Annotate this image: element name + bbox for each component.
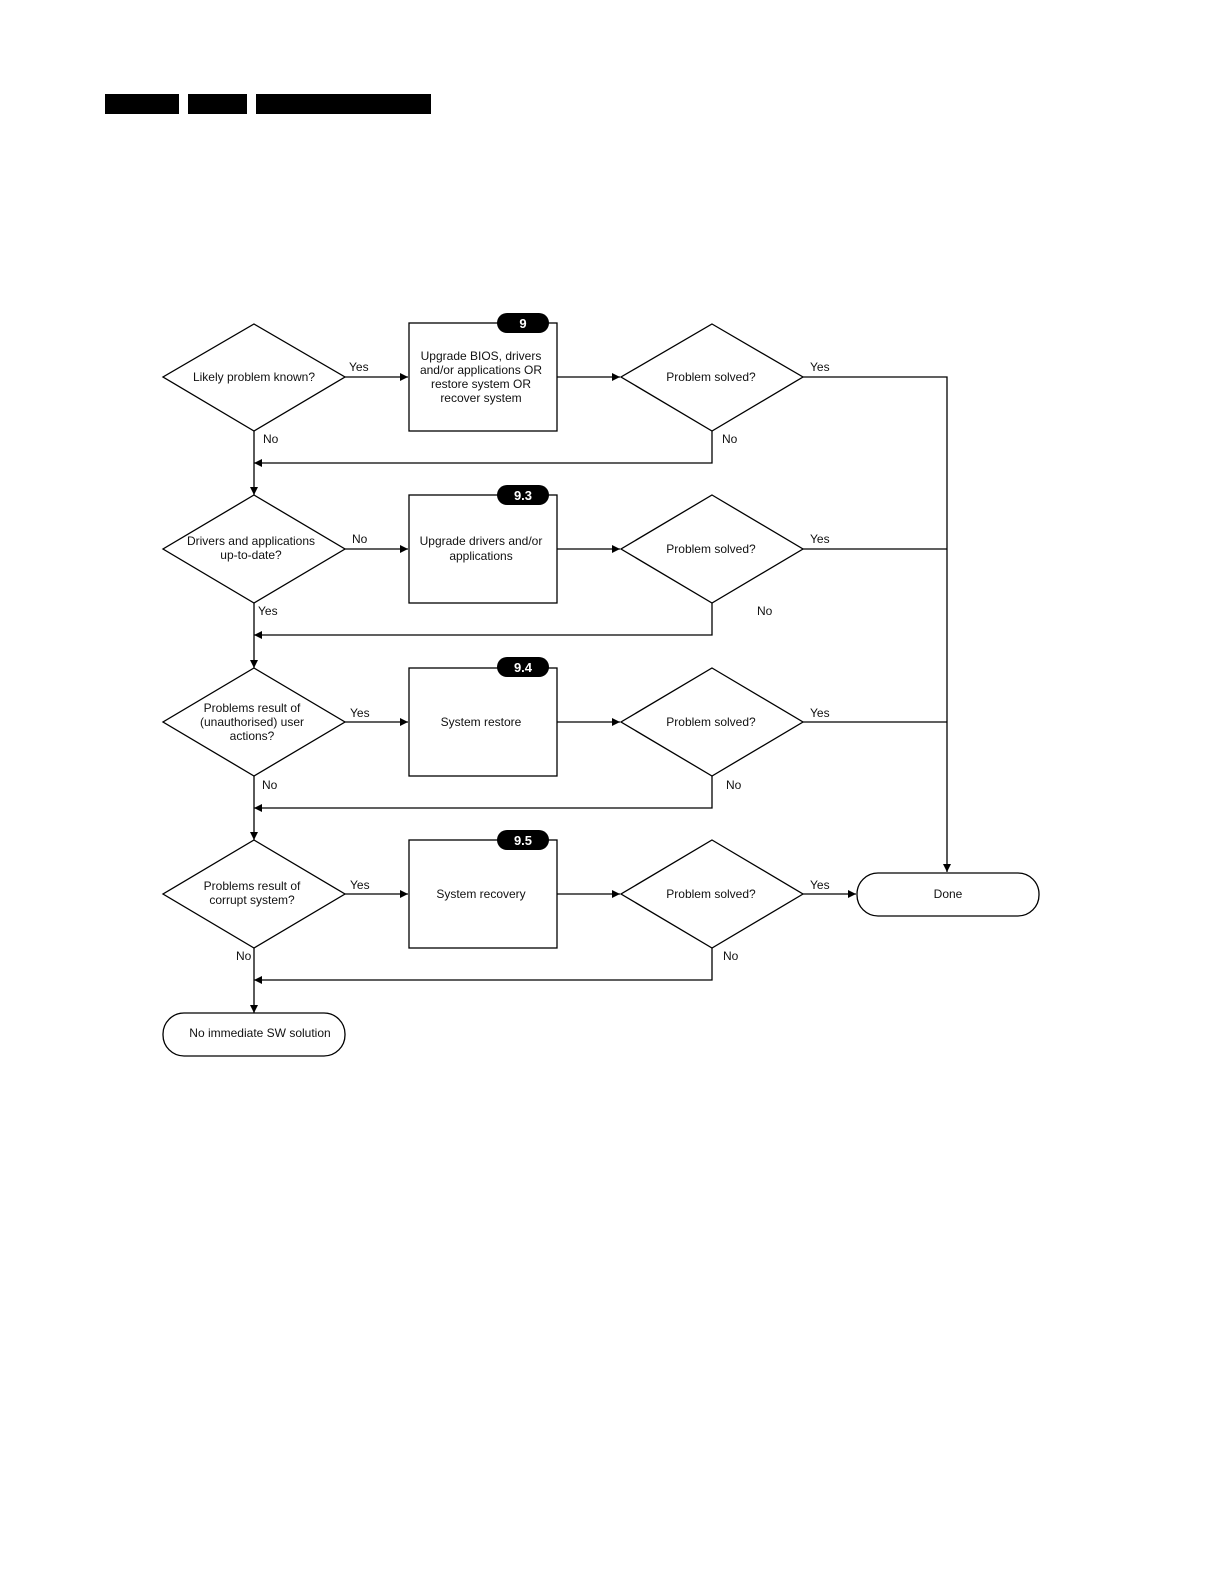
header-bar-1 xyxy=(105,94,179,114)
process-text: recover system xyxy=(440,391,521,405)
process-system-recovery: System recovery 9.5 xyxy=(408,830,558,949)
decision-text: Problems result of xyxy=(204,701,301,715)
process-text: Upgrade drivers and/or xyxy=(420,534,543,548)
decision-drivers-uptodate: Drivers and applications up-to-date? xyxy=(161,494,347,604)
decision-text: (unauthorised) user xyxy=(200,715,304,729)
step-badge-text: 9.3 xyxy=(514,488,532,503)
edge-solved3-no xyxy=(254,776,713,812)
process-box xyxy=(408,322,558,432)
edge-label-no: No xyxy=(262,778,278,792)
process-system-restore: System restore 9.4 xyxy=(408,657,558,777)
decision-solved-4: Problem solved? xyxy=(619,839,805,949)
process-text: restore system OR xyxy=(431,377,531,391)
edge-label-no: No xyxy=(723,949,739,963)
edge-label-no: No xyxy=(722,432,738,446)
edge-label-yes: Yes xyxy=(810,532,830,546)
process-text: and/or applications OR xyxy=(420,363,542,377)
decision-diamond xyxy=(161,494,347,604)
decision-text: Problem solved? xyxy=(666,370,756,384)
decision-text: Likely problem known? xyxy=(193,370,315,384)
decision-diamond xyxy=(161,323,347,432)
edge-solved2-no xyxy=(254,603,713,639)
decision-user-actions: Problems result of (unauthorised) user a… xyxy=(161,667,347,777)
edge-label-no: No xyxy=(726,778,742,792)
terminal-text: No immediate SW solution xyxy=(189,1026,330,1040)
decision-diamond xyxy=(619,839,805,949)
edge-label-yes: Yes xyxy=(349,360,369,374)
edge-label-yes: Yes xyxy=(258,604,278,618)
edge-labels: Yes No Yes No No Yes Yes No Yes No Yes N… xyxy=(236,360,830,963)
decision-text: Drivers and applications xyxy=(187,534,315,548)
edge-label-yes: Yes xyxy=(350,706,370,720)
decision-diamond xyxy=(619,323,805,432)
decision-text: actions? xyxy=(230,729,275,743)
connectors xyxy=(250,373,951,1013)
edge-label-yes: Yes xyxy=(350,878,370,892)
decision-diamond xyxy=(619,494,805,604)
header-bars xyxy=(105,94,431,114)
process-text: System recovery xyxy=(436,887,525,901)
terminal-text: Done xyxy=(934,887,963,901)
edge-label-no: No xyxy=(236,949,252,963)
process-text: Upgrade BIOS, drivers xyxy=(421,349,542,363)
header-bar-3 xyxy=(256,94,431,114)
terminal-done: Done xyxy=(856,872,1040,917)
terminal-no-solution: No immediate SW solution xyxy=(162,1012,346,1057)
terminal-shape xyxy=(162,1012,346,1057)
decision-text: corrupt system? xyxy=(209,893,295,907)
edge-label-no: No xyxy=(263,432,279,446)
decision-solved-3: Problem solved? xyxy=(619,667,805,777)
decision-text: Problem solved? xyxy=(666,887,756,901)
process-box xyxy=(408,494,558,604)
decision-solved-2: Problem solved? xyxy=(619,494,805,604)
header-bar-2 xyxy=(188,94,247,114)
decision-text: up-to-date? xyxy=(220,548,282,562)
edge-solved1-no xyxy=(254,431,713,467)
process-upgrade-drivers: Upgrade drivers and/or applications 9.3 xyxy=(408,485,558,604)
edge-label-yes: Yes xyxy=(810,360,830,374)
step-badge-text: 9.5 xyxy=(514,833,532,848)
process-box xyxy=(408,667,558,777)
edge-solved1-yes xyxy=(803,376,951,872)
decision-diamond xyxy=(161,667,347,777)
process-upgrade-bios: Upgrade BIOS, drivers and/or application… xyxy=(408,313,558,432)
step-badge xyxy=(497,485,549,505)
edge-label-no: No xyxy=(757,604,773,618)
step-badge-text: 9 xyxy=(519,316,526,331)
process-text: System restore xyxy=(441,715,522,729)
step-badge xyxy=(497,657,549,677)
step-badge-text: 9.4 xyxy=(514,660,533,675)
edge-label-no: No xyxy=(352,532,368,546)
decision-likely-known: Likely problem known? xyxy=(161,323,347,432)
terminal-shape xyxy=(856,872,1040,917)
process-text: applications xyxy=(449,549,512,563)
process-box xyxy=(408,839,558,949)
decision-diamond xyxy=(161,839,347,949)
decision-diamond xyxy=(619,667,805,777)
decision-corrupt-system: Problems result of corrupt system? xyxy=(161,839,347,949)
decision-text: Problem solved? xyxy=(666,542,756,556)
decision-text: Problems result of xyxy=(204,879,301,893)
edge-solved4-no xyxy=(254,948,713,984)
step-badge xyxy=(497,830,549,850)
decision-solved-1: Problem solved? xyxy=(619,323,805,432)
edge-label-yes: Yes xyxy=(810,706,830,720)
step-badge xyxy=(497,313,549,333)
decision-text: Problem solved? xyxy=(666,715,756,729)
edge-label-yes: Yes xyxy=(810,878,830,892)
